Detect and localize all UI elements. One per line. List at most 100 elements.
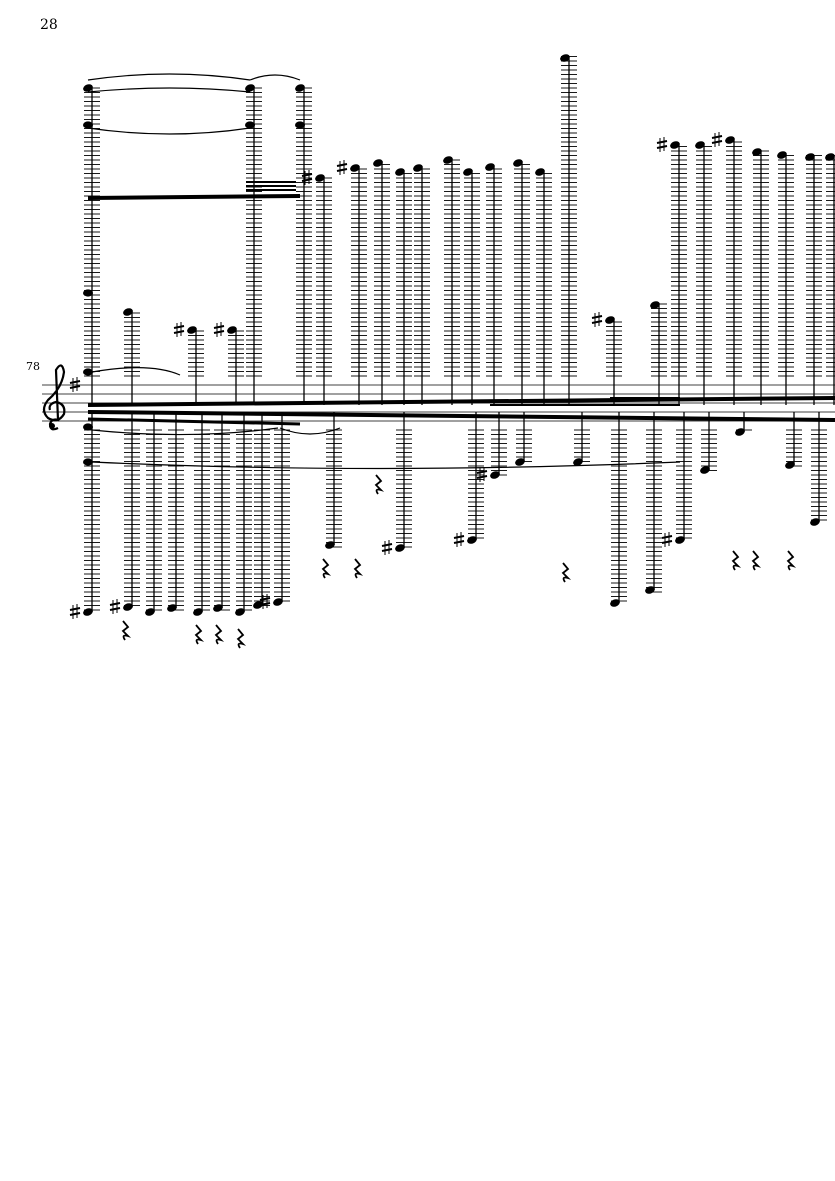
- notehead: [227, 326, 237, 334]
- tie: [87, 73, 251, 81]
- sharp-stroke: [213, 330, 225, 334]
- notehead: [560, 54, 570, 62]
- notehead: [235, 608, 245, 616]
- quarter-rest-icon: [353, 558, 364, 579]
- notehead: [535, 168, 545, 176]
- sharp-stroke: [661, 540, 673, 544]
- notehead: [675, 536, 685, 544]
- sharp-stroke: [591, 320, 603, 324]
- notehead: [253, 601, 263, 609]
- sharp-stroke: [453, 535, 465, 539]
- sharp-stroke: [336, 168, 348, 172]
- notes: [69, 54, 835, 649]
- sharp-icon: [476, 467, 488, 482]
- sharp-stroke: [661, 535, 673, 539]
- quarter-rest-icon: [561, 562, 572, 583]
- notehead: [752, 148, 762, 156]
- sharp-stroke: [591, 315, 603, 319]
- beam: [87, 396, 835, 407]
- tie: [279, 427, 341, 435]
- notehead: [785, 461, 795, 469]
- sharp-icon: [336, 160, 348, 175]
- sharp-stroke: [336, 163, 348, 167]
- notehead: [825, 153, 835, 161]
- sharp-icon: [213, 322, 225, 337]
- notehead: [373, 159, 383, 167]
- sharp-icon: [453, 532, 465, 547]
- sharp-stroke: [173, 330, 185, 334]
- sharp-icon: [381, 540, 393, 555]
- notehead: [187, 326, 197, 334]
- sharp-stroke: [711, 135, 723, 139]
- sharp-stroke: [301, 173, 313, 177]
- page-number: 28: [40, 17, 58, 33]
- beam: [87, 417, 301, 426]
- quarter-rest-icon: [194, 624, 205, 645]
- notehead: [513, 159, 523, 167]
- tie: [87, 127, 251, 135]
- notehead: [515, 458, 525, 466]
- ties: [87, 73, 681, 470]
- sharp-stroke: [381, 543, 393, 547]
- sharp-icon: [591, 312, 603, 327]
- notehead: [485, 163, 495, 171]
- tie: [91, 427, 279, 436]
- notehead: [83, 608, 93, 616]
- sharp-stroke: [381, 548, 393, 552]
- notehead: [350, 164, 360, 172]
- treble-clef-icon: [42, 364, 66, 431]
- sharp-icon: [301, 170, 313, 185]
- quarter-rest-icon: [236, 628, 247, 649]
- tie: [249, 74, 301, 81]
- sharp-stroke: [69, 380, 81, 384]
- beams: [87, 181, 835, 426]
- notehead: [467, 536, 477, 544]
- notehead: [83, 289, 93, 297]
- notehead: [245, 84, 255, 92]
- notehead: [83, 423, 93, 431]
- notehead: [83, 84, 93, 92]
- sharp-stroke: [109, 602, 121, 606]
- sharp-icon: [69, 377, 81, 392]
- notehead: [650, 301, 660, 309]
- sharp-icon: [661, 532, 673, 547]
- notehead: [700, 466, 710, 474]
- notehead: [777, 151, 787, 159]
- quarter-rest-icon: [214, 624, 225, 645]
- notehead: [645, 586, 655, 594]
- sharp-stroke: [109, 607, 121, 611]
- sharp-stroke: [656, 145, 668, 149]
- sharp-stroke: [259, 602, 271, 606]
- notehead: [273, 598, 283, 606]
- tie: [91, 367, 181, 376]
- notehead: [295, 121, 305, 129]
- tie: [91, 461, 681, 470]
- notehead: [245, 121, 255, 129]
- notehead: [83, 458, 93, 466]
- notehead: [325, 541, 335, 549]
- notehead: [805, 153, 815, 161]
- sharp-stroke: [453, 540, 465, 544]
- notehead: [395, 544, 405, 552]
- beam: [87, 194, 301, 200]
- sharp-stroke: [259, 597, 271, 601]
- notehead: [463, 168, 473, 176]
- quarter-rest-icon: [321, 558, 332, 579]
- notehead: [490, 471, 500, 479]
- notehead: [670, 141, 680, 149]
- sharp-stroke: [213, 325, 225, 329]
- notehead: [213, 604, 223, 612]
- sharp-stroke: [301, 178, 313, 182]
- notehead: [725, 136, 735, 144]
- notehead: [123, 308, 133, 316]
- notehead: [735, 428, 745, 436]
- sharp-stroke: [69, 385, 81, 389]
- notehead: [145, 608, 155, 616]
- notehead: [395, 168, 405, 176]
- notehead: [315, 174, 325, 182]
- notehead: [605, 316, 615, 324]
- sharp-icon: [173, 322, 185, 337]
- quarter-rest-icon: [786, 550, 797, 571]
- notehead: [695, 141, 705, 149]
